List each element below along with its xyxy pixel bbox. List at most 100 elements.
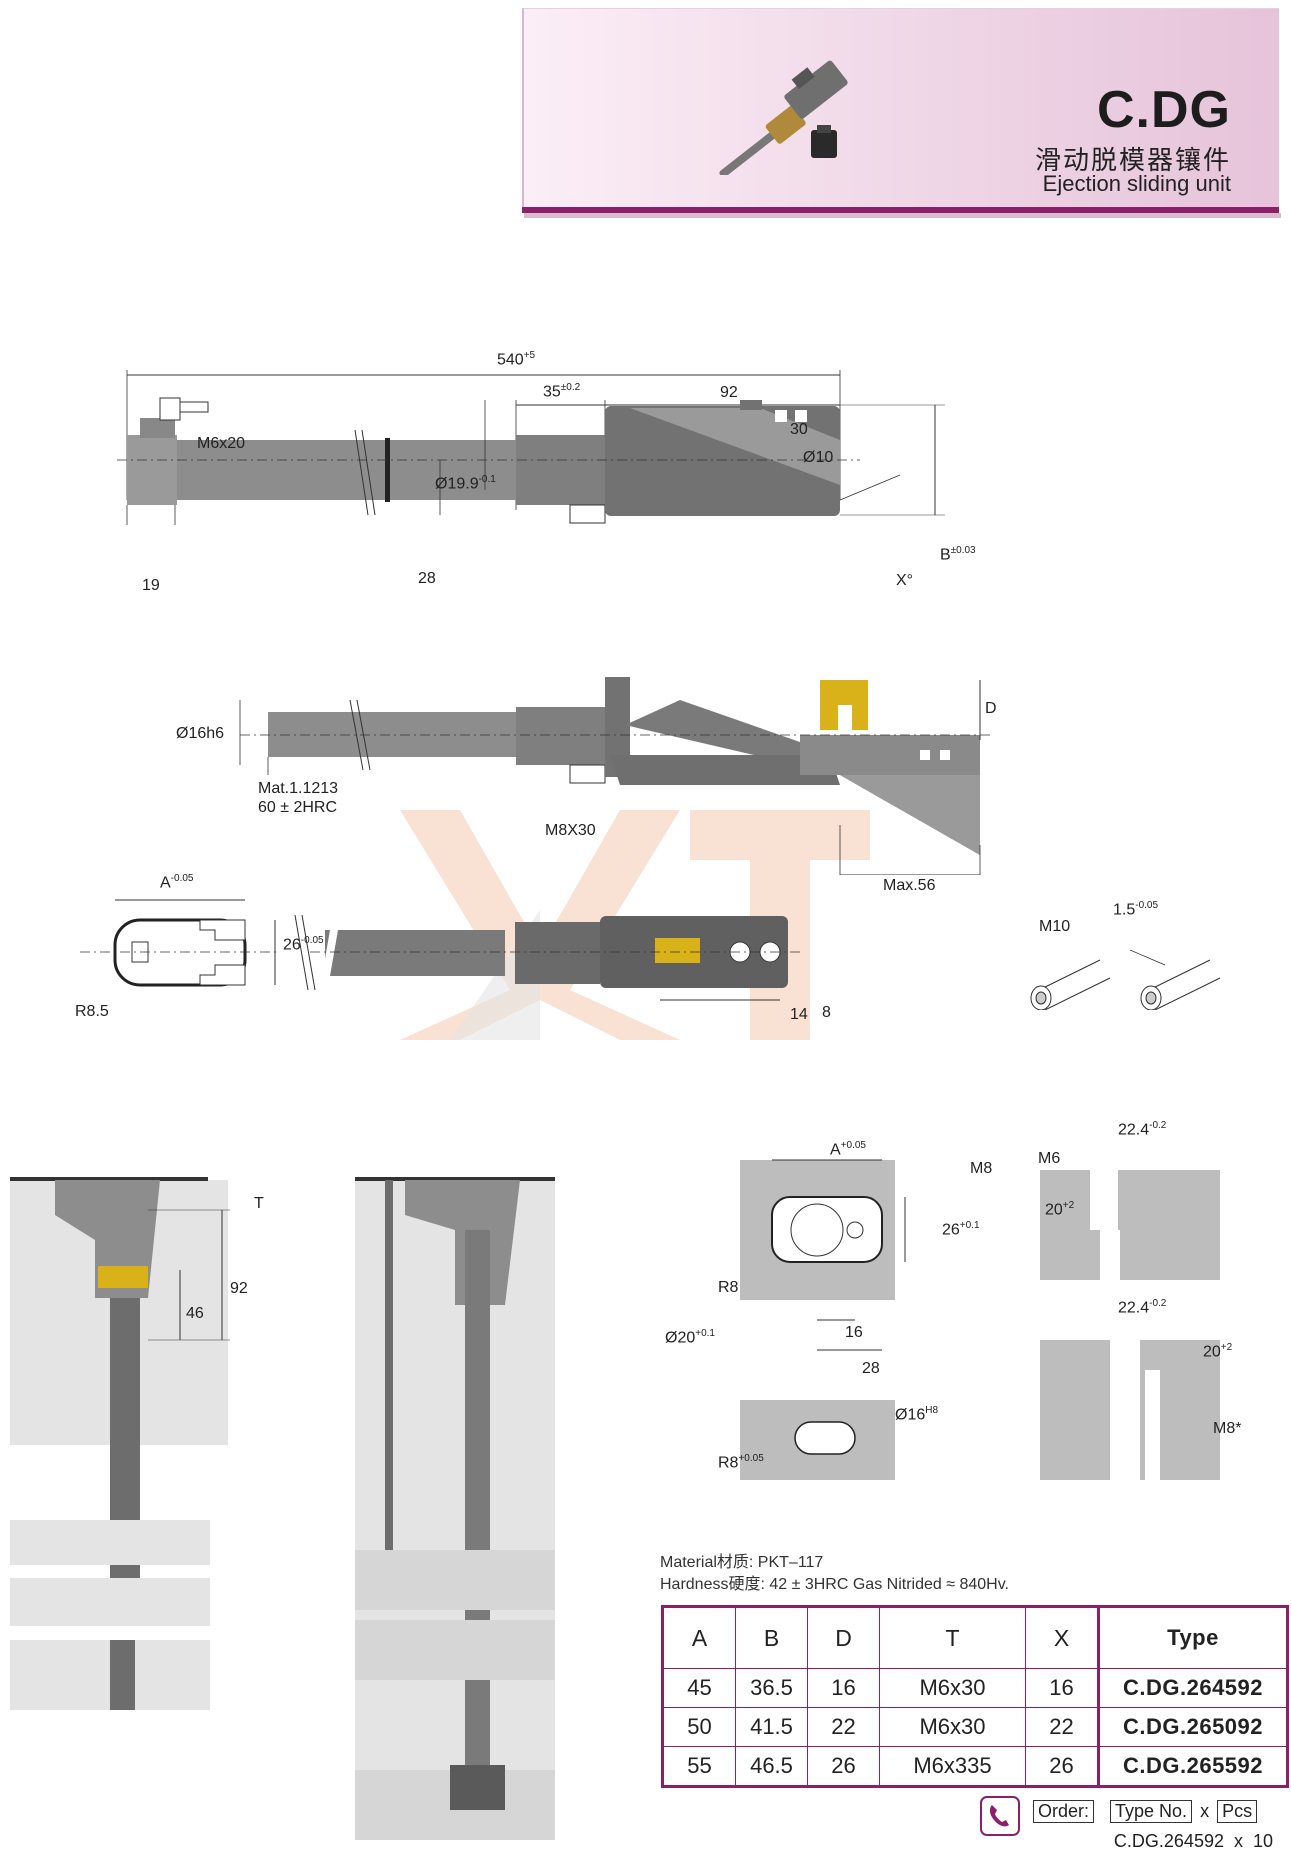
dim-m10: M10 <box>1039 918 1071 935</box>
dim-92: 92 <box>720 384 738 401</box>
mold-section-drawings <box>10 1177 555 1840</box>
cell: M6x30 <box>879 1668 1026 1708</box>
cell: 22 <box>1025 1707 1099 1747</box>
spec-notes: Material材质: PKT–117 Hardness硬度: 42 ± 3HR… <box>660 1552 1009 1596</box>
brass-insert-installed <box>98 1266 148 1288</box>
pcs-label: Pcs <box>1217 1800 1258 1823</box>
cell: M6x30 <box>879 1707 1026 1747</box>
dim-max56: Max.56 <box>883 877 936 894</box>
dim-19: 19 <box>142 577 160 594</box>
col-type: Type <box>1097 1606 1288 1669</box>
dim-46: 46 <box>186 1305 204 1322</box>
dim-d16h8: Ø16H8 <box>895 1405 939 1424</box>
pin-sketches <box>1030 949 1221 1010</box>
spec-header-row: A B D T X Type <box>662 1606 1288 1669</box>
dim-d19-9: Ø19.9-0.1 <box>435 474 496 493</box>
header-accent-line <box>522 207 1279 213</box>
hardness-spec: Hardness硬度: 42 ± 3HRC Gas Nitrided ≈ 840… <box>660 1576 1009 1593</box>
material-spec: Material材质: PKT–117 <box>660 1554 824 1571</box>
dim-m6: M6 <box>1038 1150 1061 1167</box>
dim-a: A-0.05 <box>160 873 194 892</box>
dim-26: 26-0.05 <box>283 935 324 954</box>
col-a: A <box>662 1606 736 1669</box>
header-shadow <box>524 213 1281 218</box>
cell: 22 <box>807 1707 880 1747</box>
dim-540: 540+5 <box>497 350 536 369</box>
cell: 50 <box>662 1707 736 1747</box>
dim-22-4: 22.4-0.2 <box>1118 1120 1167 1139</box>
table-row: 45 36.5 16 M6x30 16 C.DG.264592 <box>662 1668 1288 1708</box>
dim-m8x30: M8X30 <box>545 822 596 839</box>
cell: 46.5 <box>735 1746 808 1787</box>
dim-d20: Ø20+0.1 <box>665 1328 715 1347</box>
order-label: Order: <box>1033 1800 1095 1823</box>
type-cell: C.DG.265092 <box>1097 1707 1288 1747</box>
dim-26-pocket: 26+0.1 <box>942 1220 980 1239</box>
dim-20-top: 20+2 <box>1045 1200 1075 1219</box>
cell: 16 <box>807 1668 880 1708</box>
dim-28-pocket: 28 <box>862 1360 880 1377</box>
cell: 26 <box>1025 1746 1099 1787</box>
dim-92-section: 92 <box>230 1280 248 1297</box>
product-title-cn: 滑动脱模器镶件 <box>1034 145 1231 175</box>
cell: 26 <box>807 1746 880 1787</box>
dim-1-5: 1.5-0.05 <box>1113 900 1159 919</box>
col-x: X <box>1025 1606 1099 1669</box>
col-t: T <box>879 1606 1026 1669</box>
pocket-detail-drawings <box>740 1159 1220 1480</box>
dim-d: D <box>985 700 997 717</box>
order-example: C.DG.264592 x 10 <box>1113 1831 1273 1851</box>
dim-m6x20: M6x20 <box>197 435 246 452</box>
ejected-view-drawing <box>239 677 990 875</box>
phone-icon <box>980 1796 1020 1836</box>
col-b: B <box>735 1606 808 1669</box>
cell: 55 <box>662 1746 736 1787</box>
cell: M6x335 <box>879 1746 1026 1787</box>
dim-28: 28 <box>418 570 436 587</box>
rod-shape <box>127 440 517 500</box>
dim-8: 8 <box>822 1004 831 1021</box>
spec-table: A B D T X Type 45 36.5 16 M6x30 16 C.DG.… <box>661 1605 1289 1788</box>
side-view-drawing <box>117 370 945 525</box>
table-row: 50 41.5 22 M6x30 22 C.DG.265092 <box>662 1707 1288 1747</box>
dim-35: 35±0.2 <box>543 382 581 401</box>
top-view-drawing <box>80 899 800 1001</box>
dim-m8-star: M8* <box>1213 1420 1242 1437</box>
dim-t: T <box>254 1195 264 1212</box>
dim-b: B±0.03 <box>940 545 976 564</box>
product-insert <box>811 130 837 158</box>
header-banner <box>522 8 1279 212</box>
dim-a-pocket: A+0.05 <box>830 1140 866 1159</box>
collar-shape <box>516 435 606 505</box>
dim-r8-slot: R8+0.05 <box>718 1453 764 1472</box>
dim-22-4-lower: 22.4-0.2 <box>1118 1298 1167 1317</box>
dim-20-lower: 20+2 <box>1203 1342 1233 1361</box>
material-label: Mat.1.1213 <box>258 780 339 797</box>
dim-d10: Ø10 <box>803 449 834 466</box>
cell: 16 <box>1025 1668 1099 1708</box>
dim-14: 14 <box>790 1006 808 1023</box>
type-cell: C.DG.264592 <box>1097 1668 1288 1708</box>
times-sign: x <box>1200 1801 1210 1821</box>
dim-r8: R8 <box>718 1279 739 1296</box>
product-code: C.DG <box>1097 81 1231 139</box>
cell: 41.5 <box>735 1707 808 1747</box>
col-d: D <box>807 1606 880 1669</box>
dim-r8-5: R8.5 <box>75 1003 109 1020</box>
type-cell: C.DG.265592 <box>1097 1746 1288 1787</box>
order-format: Order: Type No. x Pcs <box>1033 1800 1258 1823</box>
dim-d16h6: Ø16h6 <box>176 725 225 742</box>
dim-x-angle: X° <box>896 572 914 589</box>
cell: 36.5 <box>735 1668 808 1708</box>
table-row: 55 46.5 26 M6x335 26 C.DG.265592 <box>662 1746 1288 1787</box>
dim-16: 16 <box>845 1324 863 1341</box>
product-collar <box>765 105 806 144</box>
type-no-label: Type No. <box>1110 1800 1193 1823</box>
dim-m8: M8 <box>970 1160 993 1177</box>
product-title-en: Ejection sliding unit <box>1042 171 1231 196</box>
hardness-label: 60 ± 2HRC <box>258 799 338 816</box>
product-body <box>784 60 848 119</box>
dim-30: 30 <box>790 421 808 438</box>
product-photo <box>719 60 848 175</box>
cell: 45 <box>662 1668 736 1708</box>
